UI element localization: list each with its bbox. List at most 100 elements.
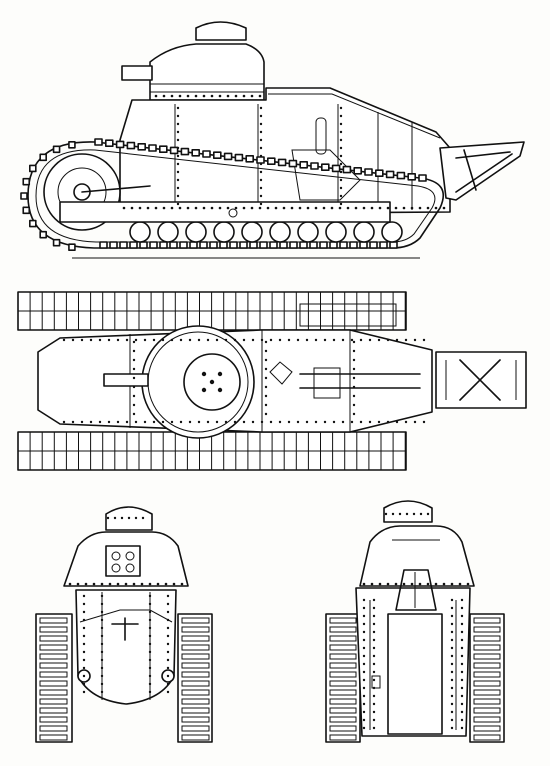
rivet: [450, 598, 454, 602]
rivet: [134, 516, 138, 520]
track-link: [245, 155, 254, 163]
rivet: [460, 606, 464, 610]
rivet: [234, 94, 238, 98]
rivet: [62, 420, 66, 424]
track-link: [39, 707, 68, 714]
rivet: [460, 726, 464, 730]
rivet: [278, 420, 282, 424]
track-link: [159, 145, 168, 153]
rivet: [166, 602, 170, 606]
rivet: [264, 358, 268, 362]
track-link: [309, 241, 318, 249]
track-link: [418, 174, 427, 182]
rivet: [82, 674, 86, 678]
rivet: [339, 202, 343, 206]
rivet: [450, 678, 454, 682]
rivet: [362, 694, 366, 698]
track-link: [279, 241, 288, 249]
rivet: [426, 512, 430, 516]
track-link: [39, 689, 68, 696]
track-link: [52, 238, 61, 247]
track-link: [191, 149, 200, 157]
track-link: [259, 241, 268, 249]
track-link: [181, 698, 210, 705]
rivet: [116, 420, 120, 424]
track-link: [364, 168, 373, 176]
rivet: [460, 670, 464, 674]
track-link: [353, 167, 363, 175]
track-link: [229, 241, 238, 249]
rivet: [132, 358, 136, 362]
rivet: [100, 682, 104, 686]
rivet: [188, 338, 192, 342]
rivet: [442, 206, 446, 210]
rivet: [100, 582, 104, 586]
rivet: [412, 512, 416, 516]
rivet: [166, 594, 170, 598]
track-link: [329, 653, 357, 660]
rivet: [170, 338, 174, 342]
rivet: [259, 138, 263, 142]
track-link: [342, 165, 352, 174]
rivet: [450, 654, 454, 658]
track-link: [320, 163, 330, 171]
rivet: [314, 420, 318, 424]
track-link: [359, 241, 368, 249]
side-track-links: [20, 138, 427, 252]
track-link: [329, 662, 357, 669]
rivet: [146, 206, 150, 210]
rivet: [251, 338, 255, 342]
rivet: [395, 338, 399, 342]
front-right-track: [177, 613, 213, 743]
rivet: [352, 412, 356, 416]
rivet: [176, 194, 180, 198]
rivet: [170, 94, 174, 98]
rivet: [372, 614, 376, 618]
track-link: [473, 617, 501, 624]
rivet: [100, 666, 104, 670]
plan-view: [17, 291, 527, 471]
rivet: [264, 349, 268, 353]
rivet: [460, 622, 464, 626]
rivet: [370, 206, 374, 210]
rivet: [127, 516, 131, 520]
track-link: [379, 241, 388, 249]
track-link: [29, 219, 37, 228]
rivet: [140, 582, 144, 586]
rivet: [152, 338, 156, 342]
track-link: [209, 241, 218, 249]
rivet: [242, 338, 246, 342]
rivet: [362, 702, 366, 706]
rivet: [450, 630, 454, 634]
track-link: [169, 241, 178, 249]
rivet: [339, 186, 343, 190]
track-link: [329, 707, 357, 714]
track-link: [299, 161, 309, 169]
track-link: [473, 707, 501, 714]
rivet: [176, 154, 180, 158]
rivet: [350, 338, 354, 342]
rivet: [362, 638, 366, 642]
rivet: [164, 582, 168, 586]
rivet: [242, 206, 246, 210]
rivet: [413, 420, 417, 424]
track-link: [149, 241, 158, 249]
track-link: [181, 626, 210, 633]
rivet: [194, 206, 198, 210]
rivet: [269, 420, 273, 424]
rivet: [386, 338, 390, 342]
rivet: [125, 338, 129, 342]
rivet: [372, 670, 376, 674]
track-link: [52, 145, 61, 154]
track-link: [20, 192, 28, 200]
rivet: [250, 94, 254, 98]
track-link: [473, 671, 501, 678]
rivet: [148, 610, 152, 614]
rivet: [176, 186, 180, 190]
track-link: [68, 140, 76, 149]
plan-rivets: [62, 338, 426, 424]
track-link: [213, 151, 222, 159]
rivet: [282, 206, 286, 210]
track-link: [473, 680, 501, 687]
rivet: [386, 582, 390, 586]
